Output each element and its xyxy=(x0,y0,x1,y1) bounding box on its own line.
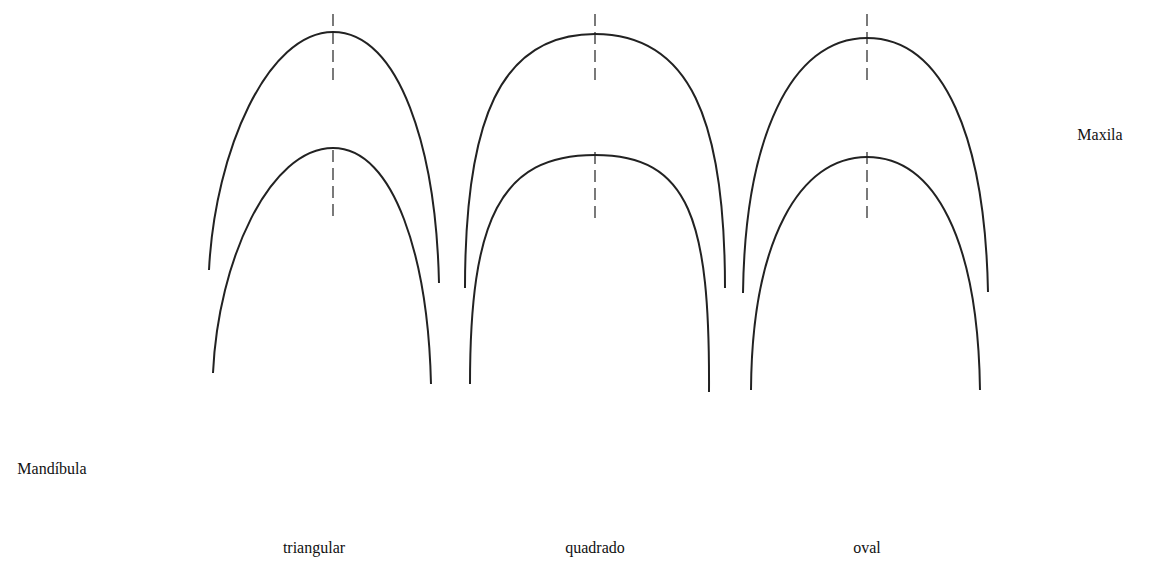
jaw-label: Mandíbula xyxy=(17,459,86,478)
maxilla-arch xyxy=(209,32,439,283)
mandible-arch xyxy=(751,157,980,390)
arch-shape-label: triangular xyxy=(283,538,345,557)
arch-shape-label: oval xyxy=(853,538,881,557)
arch-shape-label: quadrado xyxy=(565,538,625,557)
midline xyxy=(594,14,595,80)
midline xyxy=(866,152,867,218)
maxilla-arch xyxy=(743,38,988,293)
midline xyxy=(332,150,333,218)
mandible-arch xyxy=(470,155,709,392)
midline xyxy=(332,14,333,80)
jaw-label: Maxila xyxy=(1077,125,1122,144)
mandible-arch xyxy=(213,148,431,384)
midline xyxy=(594,152,595,218)
midline xyxy=(866,14,867,80)
